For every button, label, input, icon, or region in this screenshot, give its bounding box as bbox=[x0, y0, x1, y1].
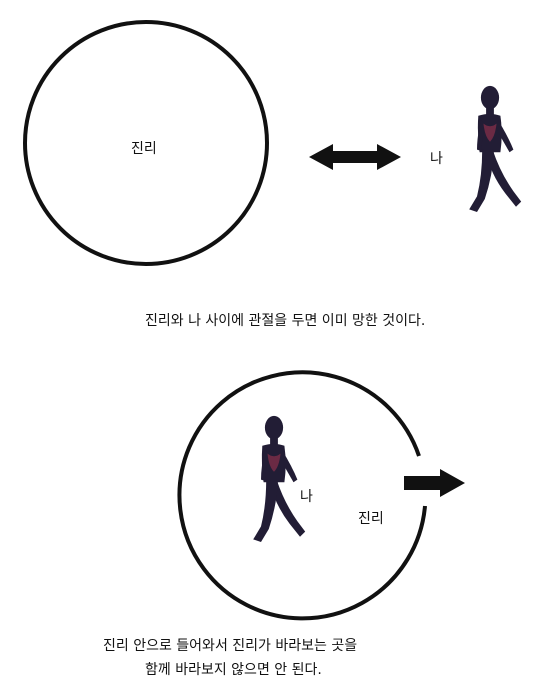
truth-circle bbox=[23, 20, 269, 266]
caption-bottom-line1: 진리 안으로 들어와서 진리가 바라보는 곳을 bbox=[103, 638, 358, 654]
double-arrow-icon bbox=[309, 144, 401, 170]
self-label-bottom: 나 bbox=[300, 489, 313, 505]
right-arrow-icon bbox=[404, 469, 465, 497]
person-figure-top bbox=[469, 85, 522, 212]
truth-label-bottom: 진리 bbox=[358, 511, 384, 527]
truth-circle-open bbox=[177, 370, 427, 621]
self-label-top: 나 bbox=[430, 151, 443, 167]
caption-bottom-line2: 함께 바라보지 않으면 안 된다. bbox=[145, 662, 322, 678]
person-figure-bottom bbox=[253, 415, 306, 542]
caption-top: 진리와 나 사이에 관절을 두면 이미 망한 것이다. bbox=[145, 313, 426, 329]
truth-label-top: 진리 bbox=[131, 141, 157, 157]
